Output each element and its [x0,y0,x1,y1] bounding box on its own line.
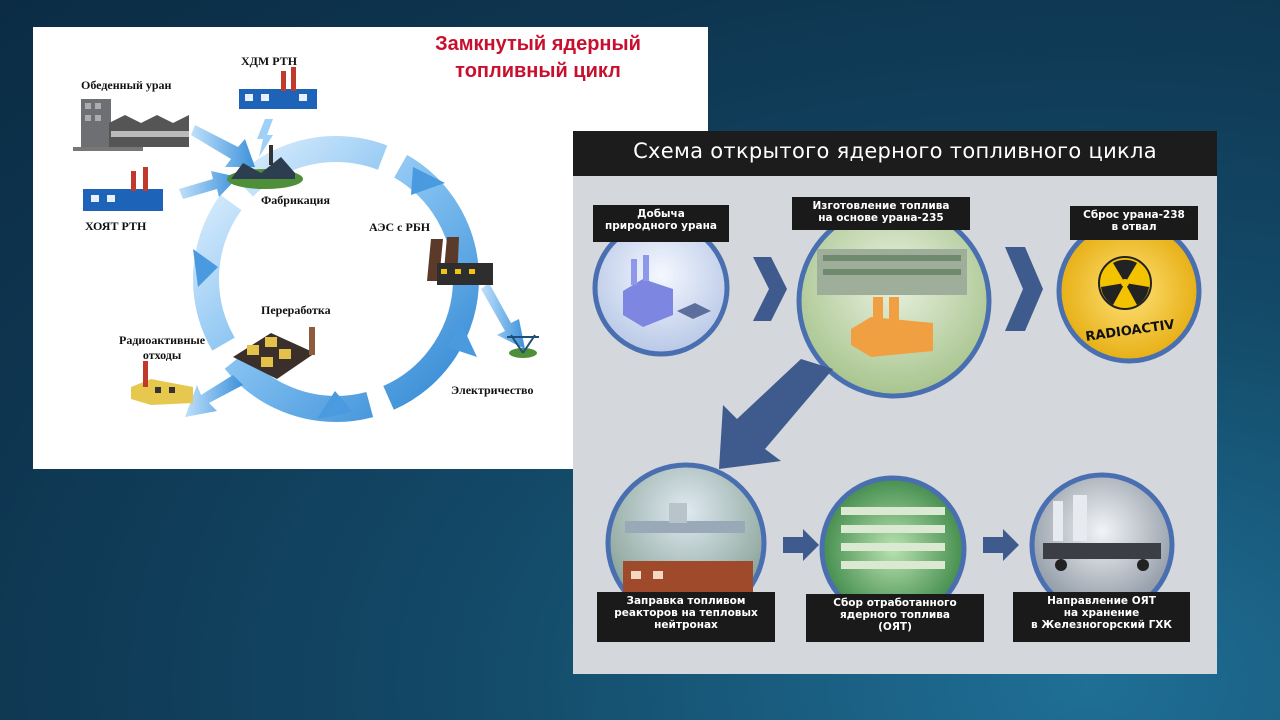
step-image-storage-transport [1029,472,1175,618]
step-label-mining: Добыча природного урана [593,205,729,242]
label-hoyat-rtn: ХОЯТ РТН [85,219,147,233]
step-image-fuel-fabrication [796,203,992,399]
label-fabrication: Фабрикация [261,193,330,207]
step-label-line: (ОЯТ) [878,621,912,633]
step-label-line: на хранение [1063,607,1140,619]
label-radioactive-waste-line2: отходы [142,348,182,362]
label-radioactive-waste-line1: Радиоактивные [119,333,206,347]
feed-arrow [191,125,255,167]
ring-arrowhead [193,249,218,287]
step-image-uranium-dump: RADIOACTIV [1056,218,1202,364]
label-electricity: Электричество [451,383,534,397]
electricity-arrow [481,283,525,349]
step-label-line: Добыча [637,208,685,220]
step-label-line: в Железногорский ГХК [1031,619,1172,631]
enriched-uranium-factory-icon [73,99,189,151]
feed-arrow [179,171,238,199]
open-cycle-panel: Схема открытого ядерного топливного цикл… [573,131,1217,674]
open-cycle-diagram: RADIOACTIV [592,203,1202,624]
label-npp: АЭС с РБН [369,220,431,234]
open-cycle-title: Схема открытого ядерного топливного цикл… [633,139,1157,163]
step-label-line: Заправка топливом [626,595,746,607]
step-label-storage-transport: Направление ОЯТ на хранение в Железногор… [1013,592,1190,642]
step-label-line: нейтронах [654,619,718,631]
ring-arrowhead [317,391,353,419]
step-label-reactor-fueling: Заправка топливом реакторов на тепловых … [597,592,775,642]
arrow-right [783,529,819,561]
hoyat-rtn-factory-icon [83,167,163,211]
closed-cycle-diagram [73,67,539,422]
step-label-uranium-dump: Сброс урана-238 в отвал [1070,206,1198,240]
step-label-line: Изготовление топлива [812,200,950,212]
ring-arrowhead [447,323,477,357]
step-label-spent-fuel-collection: Сбор отработанного ядерного топлива (ОЯТ… [806,594,984,642]
feed-arrow [257,119,273,157]
closed-cycle-title-line2: топливный цикл [455,60,621,82]
step-label-line: ядерного топлива [839,609,950,621]
hdm-rtn-factory-icon [239,67,317,109]
step-label-line: Направление ОЯТ [1047,595,1156,607]
step-label-line: на основе урана-235 [818,212,944,224]
arrow-right [753,257,787,321]
closed-cycle-title: Замкнутый ядерный топливный цикл [388,31,688,85]
waste-arrow [185,375,243,417]
radioactive-waste-icon [131,361,193,405]
step-label-line: в отвал [1111,221,1157,233]
ring-arrowhead [411,167,445,195]
arrow-down-left [719,359,833,469]
arrow-right [1005,247,1043,331]
electricity-pylon-icon [507,334,539,358]
closed-cycle-title-line1: Замкнутый ядерный [435,33,641,55]
label-hdm-rtn: ХДМ РТН [241,54,298,68]
label-radioactive-waste: Радиоактивные отходы [119,333,205,363]
step-label-line: Сбор отработанного [833,597,957,609]
reprocessing-plant-icon [233,327,315,379]
npp-icon [427,237,493,285]
label-reprocessing: Переработка [261,303,331,317]
step-label-fuel-fabrication: Изготовление топлива на основе урана-235 [792,197,970,230]
arrow-right [983,529,1019,561]
open-cycle-header: Схема открытого ядерного топливного цикл… [573,131,1217,176]
step-label-line: Сброс урана-238 [1083,209,1185,221]
step-label-line: природного урана [605,220,717,232]
fabrication-plant-icon [227,145,303,189]
label-enriched-uranium: Обеденный уран [81,78,172,92]
step-label-line: реакторов на тепловых [614,607,758,619]
